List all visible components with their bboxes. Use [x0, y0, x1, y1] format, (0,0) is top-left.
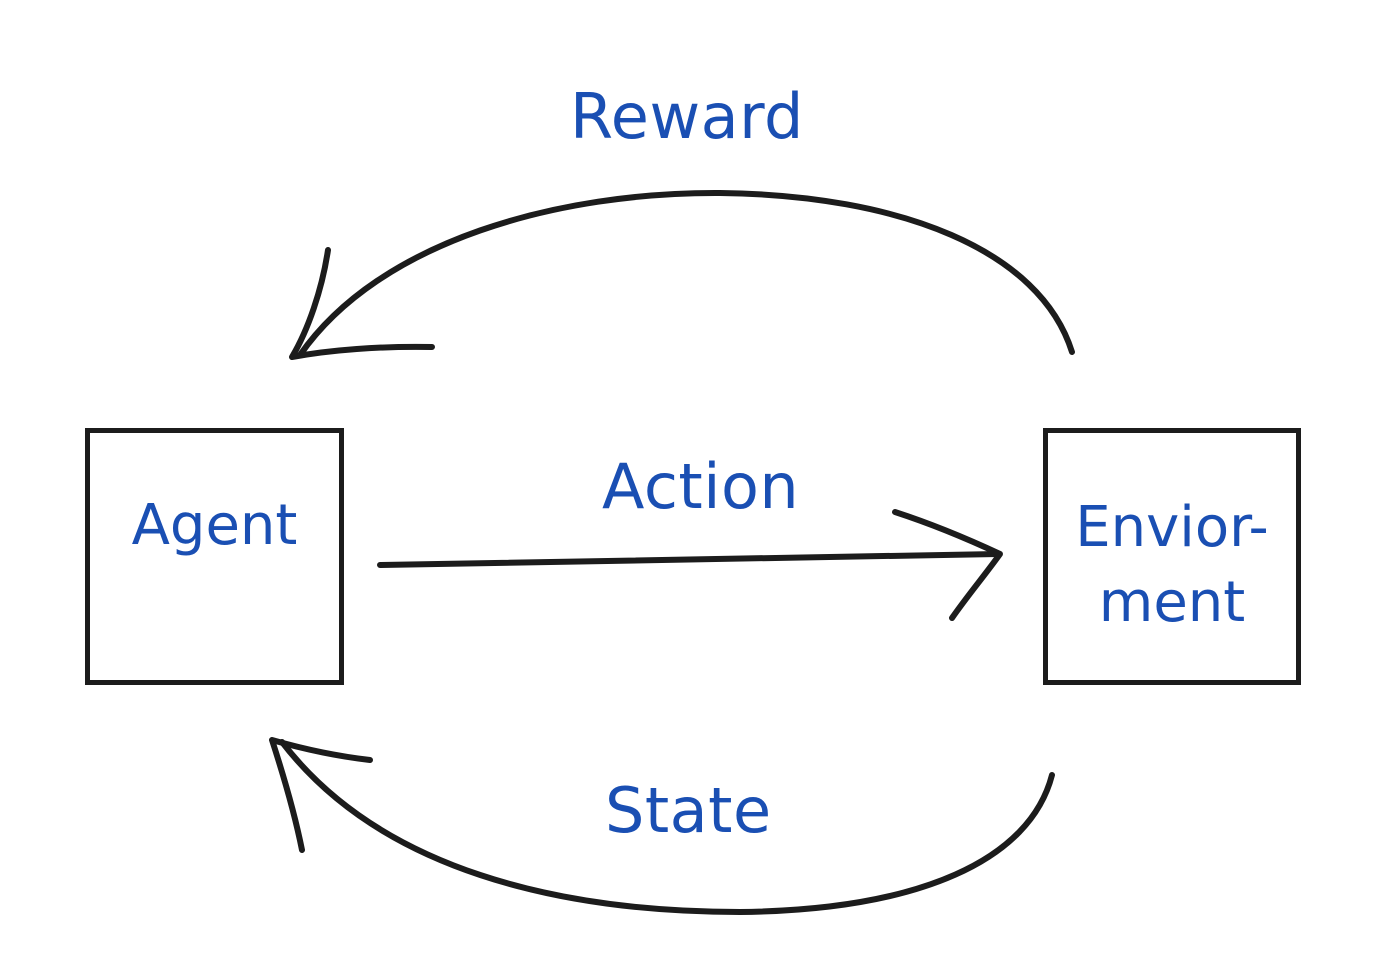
- agent-label: Agent: [131, 493, 298, 558]
- state-label: State: [605, 774, 772, 847]
- action-label: Action: [602, 450, 800, 523]
- action-arrow: [377, 551, 1001, 568]
- environment-label-line1: Envior-: [1075, 495, 1269, 560]
- state-arrowhead: [269, 737, 373, 853]
- reward-label: Reward: [570, 80, 804, 153]
- reward-arrow: [297, 189, 1075, 358]
- action-arrowhead: [892, 509, 1003, 621]
- agent-box: [85, 428, 344, 685]
- state-arrow: [279, 739, 1055, 915]
- environment-box: [1043, 428, 1301, 685]
- environment-label-line2: ment: [1098, 570, 1246, 635]
- reward-arrowhead: [289, 247, 435, 360]
